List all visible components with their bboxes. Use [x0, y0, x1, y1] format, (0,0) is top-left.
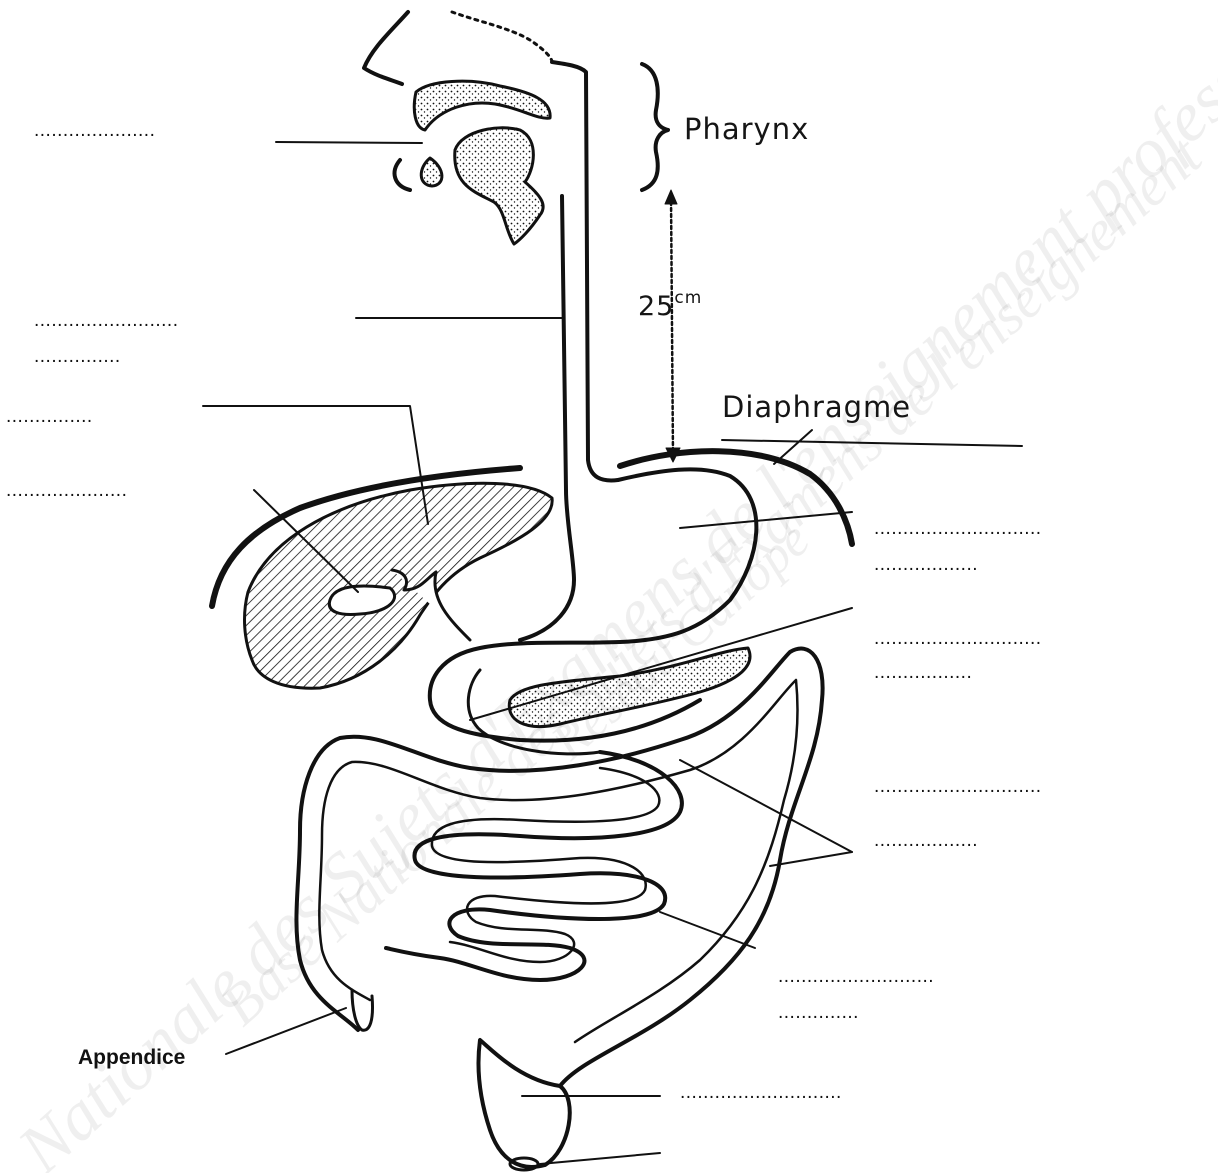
distance-unit: cm	[674, 288, 702, 308]
distance-label: 25cm	[638, 288, 702, 322]
blank-mouth[interactable]: .....................	[34, 120, 155, 142]
blank-pancreas-1[interactable]: .............................	[874, 628, 1042, 650]
pancreas	[509, 648, 750, 727]
blank-small-intestine-2[interactable]: ..............	[778, 1002, 859, 1024]
face-profile	[364, 12, 408, 84]
leader-small-intestine	[660, 912, 755, 948]
small-intestine	[386, 752, 682, 980]
distance-arrow-line	[671, 196, 673, 456]
tongue	[455, 128, 543, 244]
blank-pancreas-2[interactable]: .................	[874, 662, 972, 684]
diaphragm-right	[620, 451, 852, 544]
small-intestine-inner	[432, 768, 659, 962]
skull-outline	[452, 12, 552, 62]
uvula	[421, 158, 442, 186]
appendice-label: Appendice	[78, 1046, 185, 1070]
distance-value: 25	[638, 291, 674, 322]
leader-stomach	[680, 512, 852, 528]
distance-arrow-head-top	[665, 190, 677, 204]
blank-stomach-2[interactable]: ..................	[874, 554, 978, 576]
blank-small-intestine-1[interactable]: ...........................	[778, 966, 934, 988]
palate	[414, 81, 550, 130]
rectum	[478, 1040, 569, 1167]
leader-intestine-a	[680, 760, 852, 852]
blank-gallbladder[interactable]: .....................	[6, 480, 127, 502]
leader-mouth	[276, 142, 422, 143]
leader-diaphragm-h	[722, 440, 1022, 446]
leader-diaphragm-d	[774, 430, 812, 464]
blank-large-intestine-2[interactable]: ..................	[874, 830, 978, 852]
diaphragme-label: Diaphragme	[722, 390, 911, 424]
blank-liver[interactable]: ...............	[6, 406, 93, 428]
blank-large-intestine-1[interactable]: .............................	[874, 776, 1042, 798]
blank-rectum[interactable]: ............................	[680, 1082, 842, 1104]
blank-esophagus-2[interactable]: ...............	[34, 346, 121, 368]
chin	[395, 160, 410, 190]
leader-appendix	[226, 1008, 346, 1054]
blank-stomach-1[interactable]: .............................	[874, 518, 1042, 540]
esophagus-wall	[520, 196, 574, 640]
colon-inner	[319, 680, 797, 1042]
blank-esophagus-1[interactable]: .........................	[34, 310, 178, 332]
pharynx-brace	[642, 64, 668, 190]
pharynx-label: Pharynx	[684, 112, 809, 146]
